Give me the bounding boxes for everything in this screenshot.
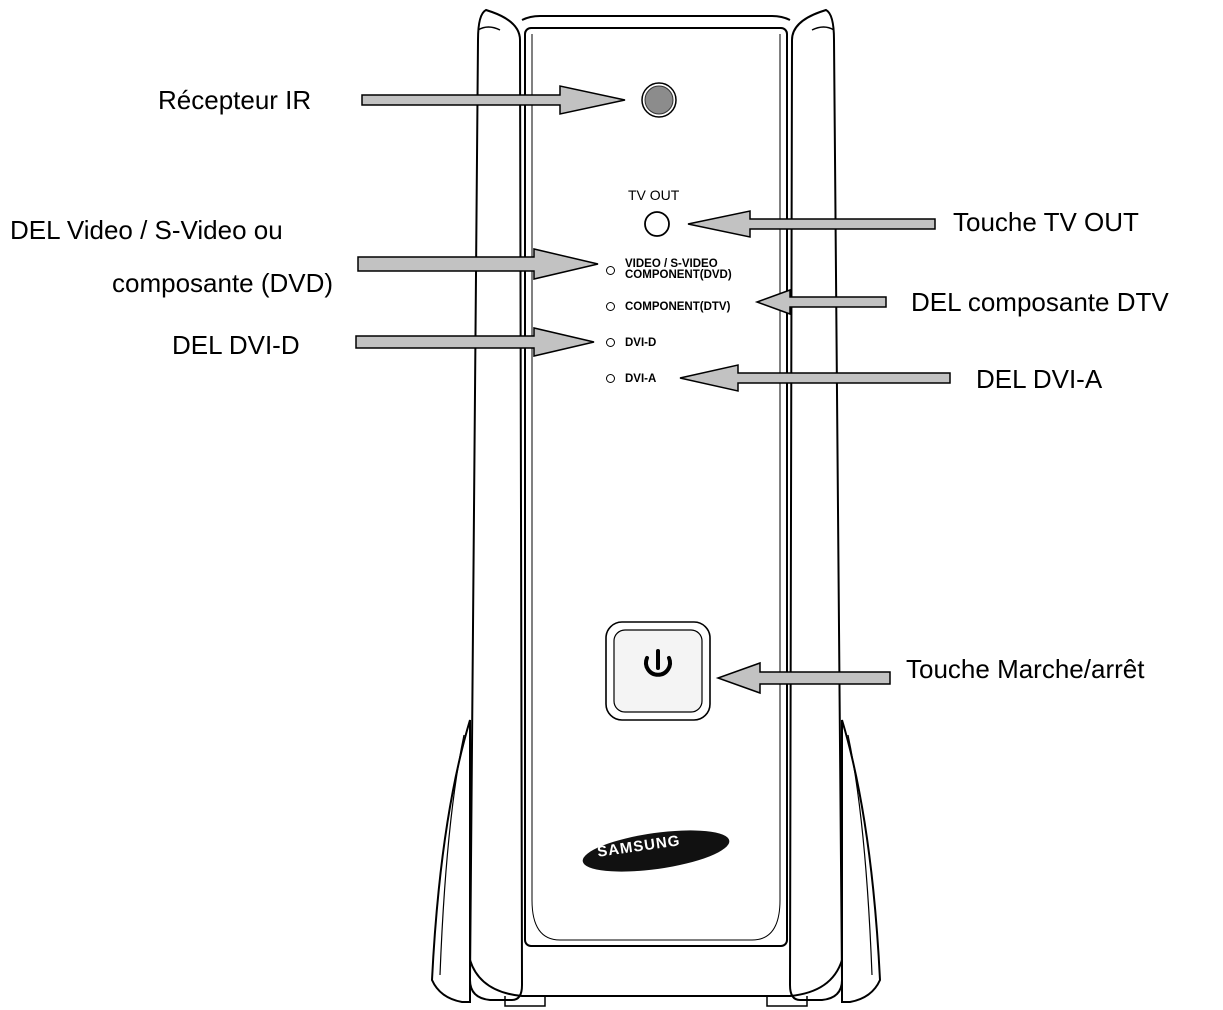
callout-tv-out-button: Touche TV OUT	[953, 207, 1139, 237]
callout-led-video-line2: composante (DVD)	[112, 268, 334, 298]
led-video-label-line2: COMPONENT(DVD)	[625, 269, 732, 281]
callout-ir-receiver: Récepteur IR	[158, 85, 312, 115]
led-dvi-a-indicator	[606, 374, 615, 383]
tv-out-button-shape	[644, 211, 670, 237]
arrow-ir-receiver	[361, 85, 626, 115]
arrow-power-button	[715, 661, 891, 695]
power-icon	[644, 656, 672, 677]
callout-power-button: Touche Marche/arrêt	[906, 654, 1145, 684]
left-foot	[430, 719, 471, 1003]
led-video-label-line1: VIDEO / S-VIDEO	[625, 258, 718, 270]
arrow-led-dvi-d	[355, 327, 595, 357]
right-stand	[788, 8, 844, 1001]
front-panel	[524, 27, 788, 947]
callout-led-component-dtv: DEL composante DTV	[911, 287, 1169, 317]
tv-out-label: TV OUT	[628, 187, 680, 203]
arrow-led-video	[357, 248, 599, 280]
right-foot	[841, 719, 882, 1003]
led-component-dtv-label: COMPONENT(DTV)	[625, 301, 731, 313]
arrow-led-component-dtv	[754, 288, 887, 316]
led-component-dtv-indicator	[606, 302, 615, 311]
samsung-logo	[582, 830, 730, 872]
callout-led-video-line1: DEL Video / S-Video ou	[10, 215, 283, 245]
led-dvi-d-indicator	[606, 338, 615, 347]
arrow-tv-out	[687, 210, 936, 238]
callout-led-dvi-d: DEL DVI-D	[172, 330, 300, 360]
led-dvi-a-label: DVI-A	[625, 373, 657, 385]
led-video-indicator	[606, 266, 615, 275]
arrow-led-dvi-a	[679, 364, 951, 392]
left-stand	[468, 8, 524, 1001]
callout-led-dvi-a: DEL DVI-A	[976, 364, 1103, 394]
led-dvi-d-label: DVI-D	[625, 337, 657, 349]
